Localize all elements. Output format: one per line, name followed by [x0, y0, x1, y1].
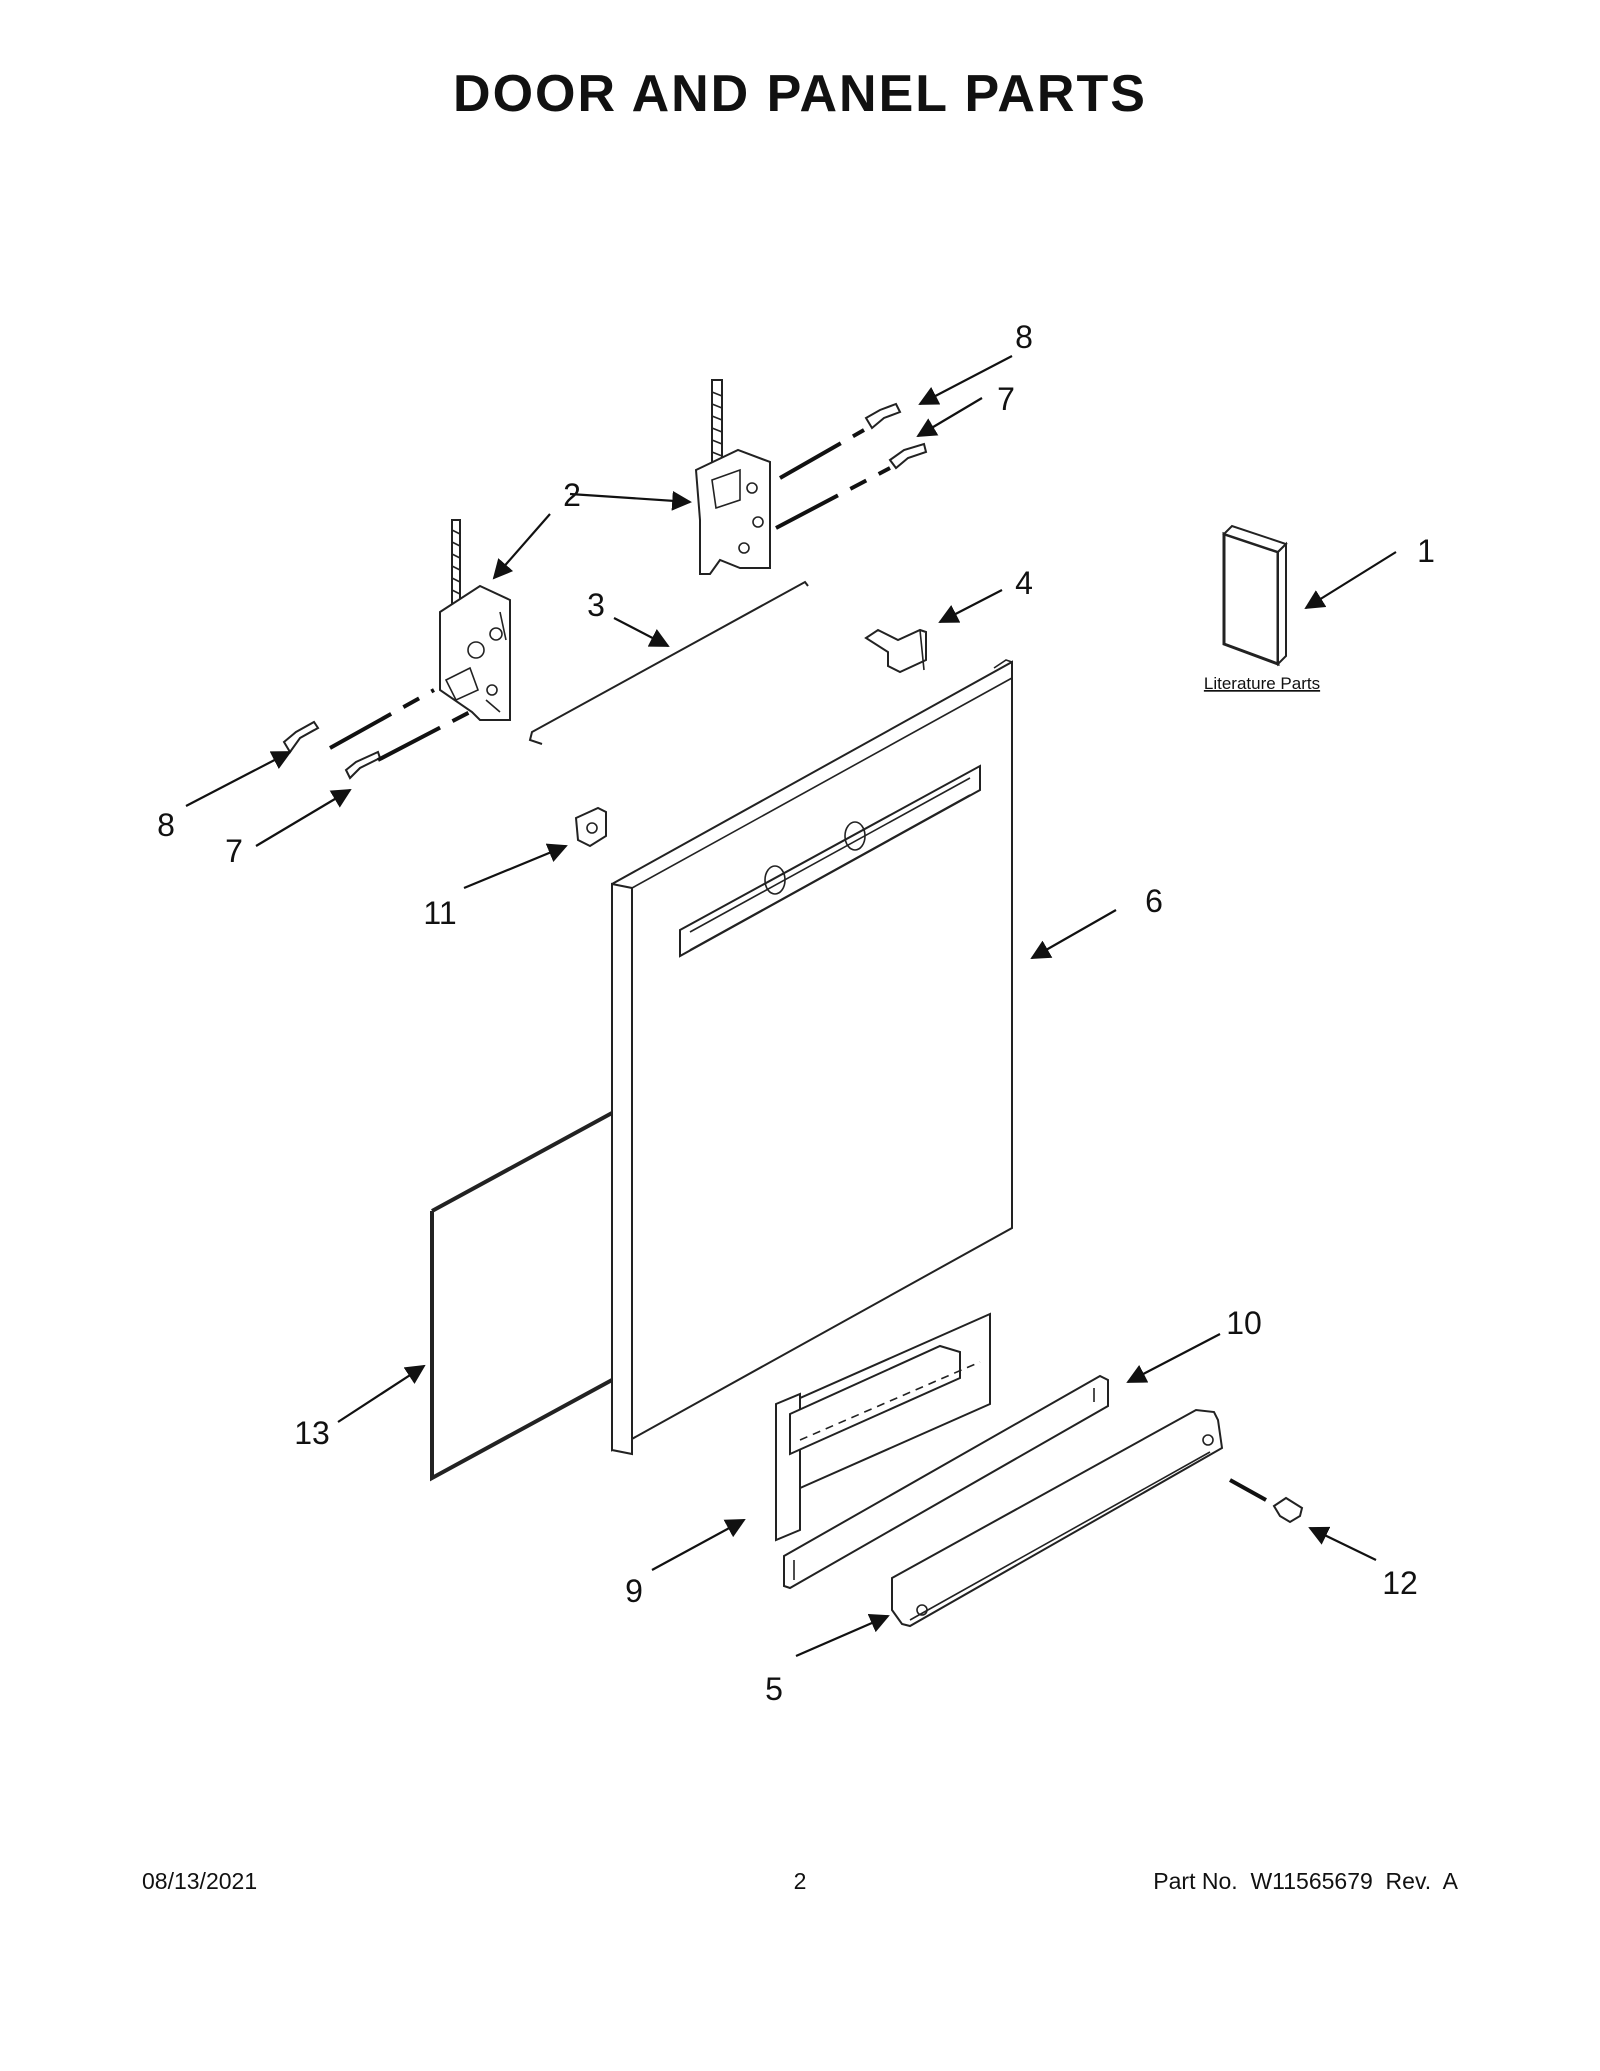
callout-2: 2 [563, 477, 581, 513]
hinge-screw-right-7 [888, 442, 928, 470]
callout-8-left: 8 [157, 807, 175, 843]
footer-date: 08/13/2021 [142, 1868, 258, 1894]
callout-7-right: 7 [997, 381, 1015, 417]
page-title: DOOR AND PANEL PARTS [453, 65, 1147, 123]
toe-kick-access-panel [891, 1408, 1224, 1628]
callout-4: 4 [1015, 565, 1033, 601]
hinge-screw-left-7 [344, 750, 382, 780]
callout-7-left: 7 [225, 833, 243, 869]
door-panel [611, 659, 1013, 1456]
callout-12: 12 [1382, 1565, 1418, 1601]
callout-3: 3 [587, 587, 605, 623]
hinge-cable-rod [528, 580, 809, 745]
callout-13: 13 [294, 1415, 330, 1451]
access-panel-screw-12 [1272, 1496, 1304, 1524]
footer-part-number: Part No. W11565679 Rev. A [1153, 1868, 1458, 1894]
left-door-hinge [439, 519, 511, 721]
callout-8-right: 8 [1015, 319, 1033, 355]
access-panel-spacer [783, 1374, 1109, 1590]
door-clip [574, 806, 607, 848]
hinge-screw-right-8 [864, 402, 902, 430]
footer-page-number: 2 [793, 1868, 807, 1894]
callout-5: 5 [765, 1671, 783, 1707]
insulation-blanket [430, 1111, 613, 1482]
literature-booklet [1222, 524, 1288, 667]
door-insulation-pad [775, 1312, 991, 1542]
callout-11: 11 [423, 895, 456, 931]
callout-6: 6 [1145, 883, 1163, 919]
callout-10: 10 [1226, 1305, 1262, 1341]
door-latch-bracket [864, 628, 927, 674]
callout-9: 9 [625, 1573, 643, 1609]
right-door-hinge [694, 379, 771, 575]
literature-parts-label: Literature Parts [1204, 674, 1320, 693]
hinge-screw-left-8 [282, 720, 320, 754]
callout-1: 1 [1417, 533, 1435, 569]
